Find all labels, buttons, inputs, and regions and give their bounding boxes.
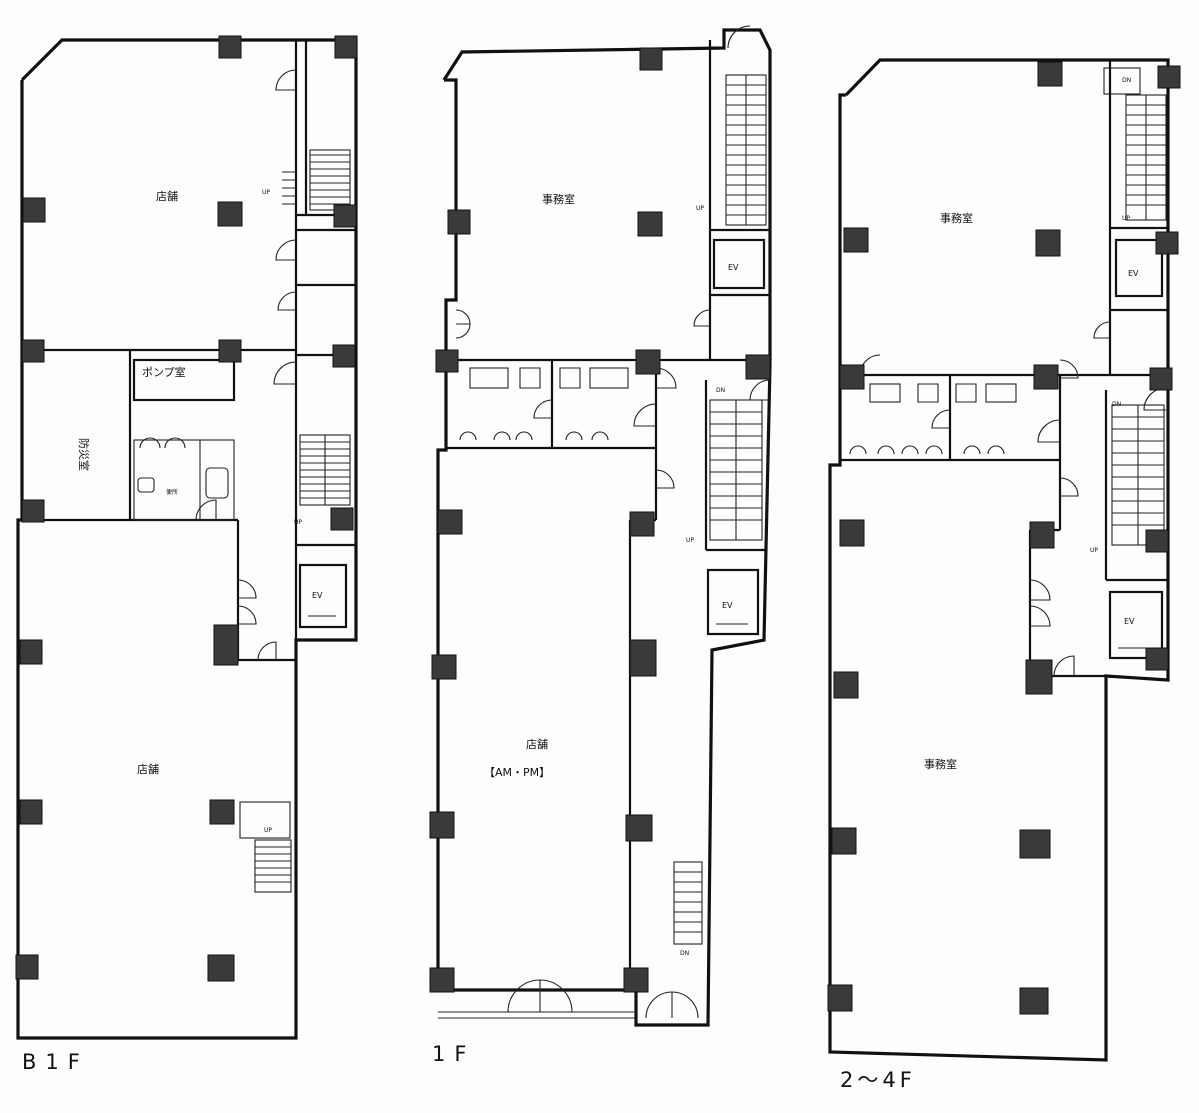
f1-dn-mid-label: DN — [716, 387, 725, 394]
b1-stair-upper — [282, 149, 351, 211]
f1-elevator-top: EV — [712, 238, 766, 290]
f1-stair-top — [725, 74, 767, 226]
b1-ev-label: EV — [312, 591, 323, 600]
f24-up-mid-label: UP — [1090, 547, 1098, 554]
f1-dn-bottom-label: DN — [680, 950, 689, 957]
b1f-floor-label: B1F — [22, 1050, 89, 1074]
plan-2-4f: EV EV — [827, 58, 1181, 1062]
f1-elevator-mid: EV — [706, 568, 760, 636]
b1-stair-lower — [239, 801, 292, 893]
f24-dn-mid-label: DN — [1112, 401, 1121, 408]
f1-doors — [455, 25, 771, 1019]
f24-office-bottom-label: 事務室 — [924, 757, 957, 771]
f24-elevator-top: EV — [1114, 238, 1164, 298]
f1-stair-low — [673, 861, 703, 945]
f1-ev-mid-label: EV — [722, 601, 733, 610]
b1-stair-mid — [299, 434, 351, 506]
f1-ev-top-label: EV — [728, 263, 739, 272]
f24-columns — [827, 61, 1181, 1015]
b1-shop-top-label: 店舗 — [156, 189, 178, 203]
b1-side-room-label: 防災室 — [77, 438, 91, 471]
plan-b1f: EV — [15, 35, 358, 1040]
b1-elevator: EV — [298, 563, 348, 629]
f24-ev-mid-label: EV — [1124, 617, 1135, 626]
b1-shop-bottom-label: 店舗 — [137, 762, 159, 776]
b1-up-stair-label: UP — [294, 519, 302, 526]
f1-columns — [429, 47, 771, 993]
f24-up-top-label: UP — [1122, 215, 1130, 222]
f24-dn-top-label: DN — [1122, 77, 1131, 84]
b1-doors — [195, 69, 297, 661]
f1-shop-label: 店舗 — [526, 737, 548, 751]
1f-floor-label: 1F — [432, 1042, 476, 1066]
plan-1f: EV EV — [429, 25, 772, 1027]
b1-columns — [15, 35, 358, 982]
f24-stair-mid — [1111, 404, 1165, 546]
f1-up-mid-label: UP — [686, 537, 694, 544]
f1-up-top-label: UP — [696, 205, 704, 212]
b1-up-inner-label: UP — [264, 827, 272, 834]
b1-up-top-label: UP — [262, 189, 270, 196]
f1-office-label: 事務室 — [542, 192, 575, 206]
2-4f-floor-label: 2～4F — [840, 1068, 916, 1092]
f24-office-top-label: 事務室 — [940, 211, 973, 225]
b1-wc-label: 便所 — [166, 488, 178, 496]
b1-pump-room-label: ポンプ室 — [142, 365, 186, 379]
f24-stair-top — [1103, 67, 1167, 221]
f1-shop-hours-label: 【AM・PM】 — [484, 766, 550, 779]
f24-ev-top-label: EV — [1128, 269, 1139, 278]
f1-stair-mid — [709, 399, 763, 541]
